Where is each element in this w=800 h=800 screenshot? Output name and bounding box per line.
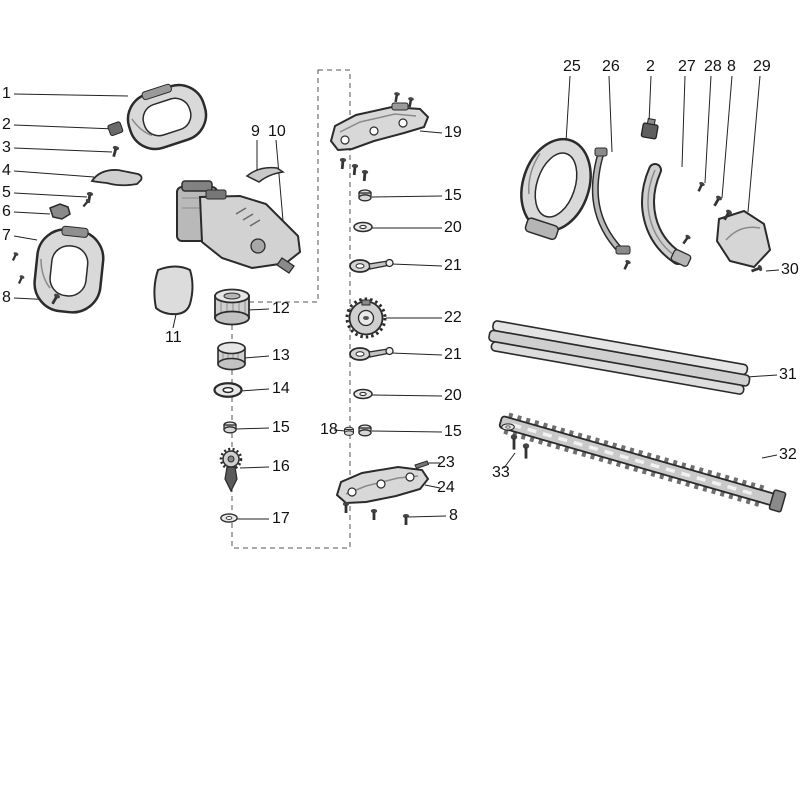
part-hand-guard [715,209,772,269]
part-drive-gear [345,297,387,339]
part-connector-small [107,121,124,137]
part-curved-handle [641,163,692,267]
part-label-3: 3 [2,139,11,156]
part-coupling-large [214,288,250,326]
part-label-2-left: 2 [2,116,11,133]
part-washer-small [220,513,238,523]
part-label-20-mid-2: 20 [444,387,462,404]
part-coupling-small [217,341,246,371]
part-ring-washer [213,382,243,398]
part-nut-mid-1 [358,189,372,202]
part-label-15-mid-1: 15 [444,187,462,204]
part-clamp-small [49,203,71,220]
part-label-24: 24 [437,479,455,496]
part-label-27: 27 [678,58,696,75]
part-nut-left [223,421,237,434]
part-label-29: 29 [753,58,771,75]
part-gear-spindle [219,447,243,493]
part-top-handle [126,83,208,151]
part-label-13: 13 [272,347,290,364]
part-nut-mid-2 [358,424,372,437]
part-label-9: 9 [251,123,260,140]
part-label-25: 25 [563,58,581,75]
part-label-19: 19 [444,124,462,141]
part-label-10: 10 [268,123,286,140]
part-label-30: 30 [781,261,799,278]
part-label-4: 4 [2,162,11,179]
part-label-28: 28 [704,58,722,75]
part-label-33: 33 [492,464,510,481]
part-trigger-lever [90,169,143,187]
part-label-21-mid-1: 21 [444,257,462,274]
part-label-32: 32 [779,446,797,463]
part-label-15-mid-2: 15 [444,423,462,440]
part-label-26: 26 [602,58,620,75]
part-washer-mid-1 [353,221,373,233]
part-label-8-mid: 8 [449,507,458,524]
part-curved-rod [591,147,631,255]
part-label-5: 5 [2,184,11,201]
part-label-7: 7 [2,227,11,244]
part-label-8-left: 8 [2,289,11,306]
part-label-18: 18 [320,421,338,438]
part-label-31: 31 [779,366,797,383]
part-grip-cover [153,265,194,316]
part-label-12: 12 [272,300,290,317]
part-label-14: 14 [272,380,290,397]
part-nut-18 [344,426,354,436]
part-main-body [176,180,302,274]
part-washer-mid-2 [353,388,373,400]
leader-lines [13,75,780,520]
part-label-17: 17 [272,510,290,527]
dashed-boundary [231,69,351,549]
part-clip [414,460,430,470]
part-label-15-left: 15 [272,419,290,436]
part-label-22: 22 [444,309,462,326]
part-eccentric-rod-2 [349,346,394,361]
part-label-8-right: 8 [727,58,736,75]
part-label-1: 1 [2,85,11,102]
part-label-21-mid-2: 21 [444,346,462,363]
part-label-23: 23 [437,454,455,471]
part-blade-cover [488,320,751,395]
part-label-16: 16 [272,458,290,475]
part-gear-housing-bottom [335,465,430,505]
part-label-20-mid-1: 20 [444,219,462,236]
part-label-11: 11 [165,329,182,346]
part-label-2-right: 2 [646,58,655,75]
part-rear-handle [33,225,105,314]
part-gear-housing-top [329,102,430,152]
part-label-6: 6 [2,203,11,220]
part-block-small [640,117,659,140]
part-loop-guard-handle [520,137,592,241]
part-cutting-blade [498,412,787,513]
part-lock-lever [245,166,286,183]
part-eccentric-rod-1 [349,258,394,273]
